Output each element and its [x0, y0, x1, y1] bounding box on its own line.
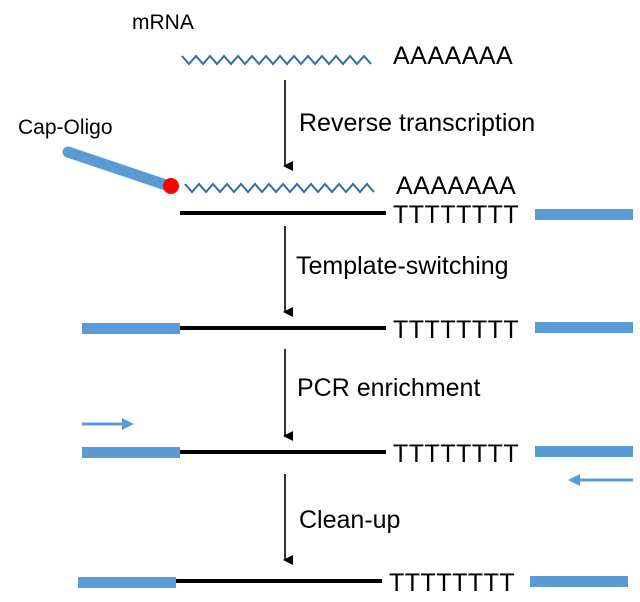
reverse-primer-arrowhead	[568, 474, 580, 486]
mrna-wave-top	[181, 54, 372, 66]
polyt-3: TTTTTTTT	[393, 440, 519, 468]
polya-tail-top: AAAAAAA	[393, 42, 513, 70]
polya-tail-rt: AAAAAAA	[396, 172, 516, 200]
cap-oligo-bar	[62, 146, 172, 191]
rt-adapter-right-3	[535, 446, 633, 457]
step-label-pcr-enrichment: PCR enrichment	[297, 374, 480, 402]
cap-oligo-label: Cap-Oligo	[18, 116, 113, 139]
mrna-label: mRNA	[132, 11, 194, 34]
polyt-2: TTTTTTTT	[393, 316, 519, 344]
tso-adapter-left-2	[82, 323, 180, 334]
step-label-template-switching: Template-switching	[296, 252, 509, 280]
polyt-1: TTTTTTTT	[393, 201, 519, 229]
rt-adapter-right-1	[535, 209, 633, 220]
mrna-wave-rt	[184, 182, 375, 194]
rt-adapter-right-2	[535, 322, 633, 333]
forward-primer-arrowhead	[122, 418, 134, 430]
step-label-clean-up: Clean-up	[299, 506, 400, 534]
polyt-4: TTTTTTTT	[389, 569, 515, 597]
tso-adapter-left-4	[78, 577, 176, 588]
cap-dot	[163, 178, 179, 194]
step-label-reverse-transcription: Reverse transcription	[299, 109, 535, 137]
tso-adapter-left-3	[82, 447, 180, 458]
rt-adapter-right-4	[530, 576, 628, 587]
